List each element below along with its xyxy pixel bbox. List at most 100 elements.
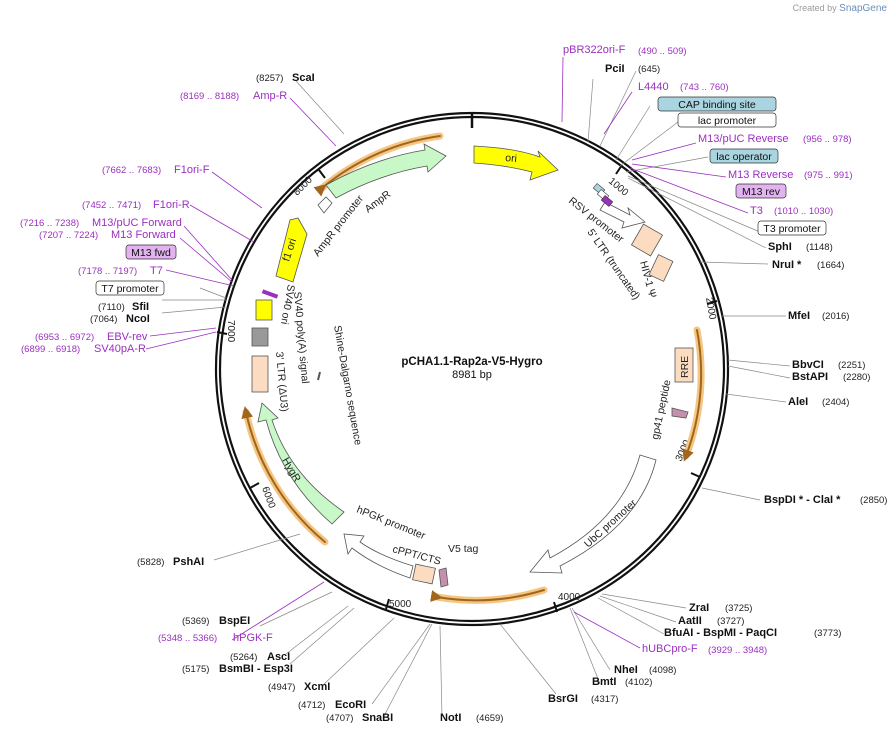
primer-f1orir-name: F1ori-R xyxy=(153,199,190,211)
plasmid-size: 8981 bp xyxy=(452,369,492,381)
enzyme-sphi-pos: (1148) xyxy=(806,242,833,253)
primer-t7-name: T7 xyxy=(150,265,163,277)
primer-t3-name: T3 xyxy=(750,205,763,217)
feature-gp41[interactable]: gp41 peptide xyxy=(649,379,689,441)
primer-hpgkf-pos: (5348 .. 5366) xyxy=(158,633,217,644)
primer-m13-forward-pos: (7207 .. 7224) xyxy=(39,230,98,241)
feature-ubc-promoter[interactable]: UbC promoter xyxy=(529,454,657,574)
feature-hiv-psi[interactable]: HIV-1 Ψ xyxy=(637,254,674,300)
enzyme-noti-name: NotI xyxy=(440,712,461,724)
primer-l4440-name: L4440 xyxy=(638,81,669,93)
primer-t3-pos: (1010 .. 1030) xyxy=(774,206,833,217)
primer-m13-reverse-pos: (975 .. 991) xyxy=(804,170,853,181)
feature-ampr[interactable] xyxy=(325,143,447,199)
enzyme-xcmi-pos: (4947) xyxy=(268,682,295,693)
box-t7-promoter[interactable]: T7 promoter xyxy=(95,280,165,296)
plasmid-name: pCHA1.1-Rap2a-V5-Hygro xyxy=(401,356,542,368)
box-t7prom-text: T7 promoter xyxy=(101,283,159,295)
feature-5ltr[interactable] xyxy=(630,223,664,257)
enzyme-bmti-name: BmtI xyxy=(592,676,616,688)
enzyme-nrui-pos: (1664) xyxy=(817,260,844,271)
label-shine: Shine-Dalgarno sequence xyxy=(331,324,364,446)
tick-1000: 1000 xyxy=(606,176,630,199)
enzyme-bfuai-pos: (3773) xyxy=(814,628,841,639)
leader-lines xyxy=(161,70,791,717)
enzyme-mfei-pos: (2016) xyxy=(822,311,849,322)
label-ampr: AmpR xyxy=(363,188,394,215)
primer-m13puc-rev-pos: (956 .. 978) xyxy=(803,134,852,145)
orf-highlights xyxy=(241,132,705,604)
brand-prefix: Created by xyxy=(792,3,837,13)
label-ubc: UbC promoter xyxy=(582,497,639,550)
primer-m13puc-rev-name: M13/pUC Reverse xyxy=(698,133,788,145)
primer-hubc-pos: (3929 .. 3948) xyxy=(708,645,767,656)
enzyme-pcii-pos: (645) xyxy=(638,64,660,75)
enzyme-nhei-pos: (4098) xyxy=(649,665,676,676)
enzyme-bfuai-name: BfuAI - BspMI - PaqCI xyxy=(664,627,777,639)
enzyme-bbvci-pos: (2251) xyxy=(838,360,865,371)
enzyme-asci-pos: (5264) xyxy=(230,652,257,663)
primer-f1orir-pos: (7452 .. 7471) xyxy=(82,200,141,211)
primer-pbr-name: pBR322ori-F xyxy=(563,44,626,56)
enzyme-noti-pos: (4659) xyxy=(476,713,503,724)
primer-f1orif-name: F1ori-F xyxy=(174,164,210,176)
primer-pbr-pos: (490 .. 509) xyxy=(638,46,687,57)
enzyme-bspei-pos: (5369) xyxy=(182,616,209,627)
enzyme-bsmbi-pos: (5175) xyxy=(182,664,209,675)
enzyme-ncoi-pos: (7064) xyxy=(90,314,117,325)
feature-v5[interactable]: V5 tag xyxy=(438,543,479,588)
enzyme-zrai-pos: (3725) xyxy=(725,603,752,614)
primer-leader-lines xyxy=(145,56,749,649)
label-v5: V5 tag xyxy=(448,543,479,555)
feature-f1-ori[interactable]: f1 ori xyxy=(275,217,308,283)
primer-hpgkf-name: hPGK-F xyxy=(233,632,273,644)
box-t3-promoter[interactable]: T3 promoter xyxy=(757,220,827,236)
enzyme-bstapi-name: BstAPI xyxy=(792,371,828,383)
label-ampr-promoter: AmpR promoter xyxy=(311,193,366,259)
primer-m13puc-fwd-pos: (7216 .. 7238) xyxy=(20,218,79,229)
box-lac-operator[interactable]: lac operator xyxy=(709,148,779,164)
box-lac-promoter[interactable]: lac promoter xyxy=(677,112,777,128)
feature-ampr-promoter[interactable] xyxy=(317,196,333,214)
enzyme-zrai-name: ZraI xyxy=(689,602,709,614)
tick-marks xyxy=(216,164,718,613)
enzyme-pshai-name: PshAI xyxy=(173,556,204,568)
feature-3ltr[interactable]: 3' LTR (ΔU3) xyxy=(251,351,290,412)
enzyme-ecori-pos: (4712) xyxy=(298,700,325,711)
primer-t7-pos: (7178 .. 7197) xyxy=(78,266,137,277)
primer-sv40par-pos: (6899 .. 6918) xyxy=(21,344,80,355)
label-rre: RRE xyxy=(679,356,691,378)
enzyme-xcmi-name: XcmI xyxy=(304,681,330,693)
box-cap-text: CAP binding site xyxy=(678,99,756,111)
box-m13rev-text: M13 rev xyxy=(742,186,781,198)
enzyme-nrui-name: NruI * xyxy=(772,259,802,271)
enzyme-aatii-pos: (3727) xyxy=(717,616,744,627)
enzyme-aatii-name: AatII xyxy=(678,615,702,627)
enzyme-bsrgi-name: BsrGI xyxy=(548,693,578,705)
feature-ori[interactable]: ori xyxy=(473,145,559,181)
brand-credit: Created by SnapGene xyxy=(793,3,887,14)
feature-rre[interactable]: RRE xyxy=(674,347,694,383)
brand-name: SnapGene xyxy=(839,3,887,14)
enzyme-pshai-pos: (5828) xyxy=(137,557,164,568)
box-m13-rev[interactable]: M13 rev xyxy=(735,183,787,199)
enzyme-alei-name: AleI xyxy=(788,396,808,408)
tick-2000: 2000 xyxy=(703,297,718,321)
box-m13-fwd[interactable]: M13 fwd xyxy=(125,244,177,260)
enzyme-sfii-pos: (7110) xyxy=(98,302,125,313)
label-hpgk: hPGK promoter xyxy=(355,504,428,543)
primer-ampr-name: Amp-R xyxy=(253,90,287,102)
enzyme-snabi-name: SnaBI xyxy=(362,712,393,724)
box-t3prom-text: T3 promoter xyxy=(763,223,821,235)
enzyme-sfii-name: SfiI xyxy=(132,301,149,313)
enzyme-ncoi-name: NcoI xyxy=(126,313,150,325)
primer-ebv-pos: (6953 .. 6972) xyxy=(35,332,94,343)
primer-f1orif-pos: (7662 .. 7683) xyxy=(102,165,161,176)
enzyme-scai-pos: (8257) xyxy=(256,73,283,84)
primer-ebv-name: EBV-rev xyxy=(107,331,148,343)
label-gp41: gp41 peptide xyxy=(649,379,673,441)
tick-4000: 4000 xyxy=(558,592,581,603)
enzyme-mfei-name: MfeI xyxy=(788,310,810,322)
box-cap-binding-site[interactable]: CAP binding site xyxy=(657,96,777,112)
